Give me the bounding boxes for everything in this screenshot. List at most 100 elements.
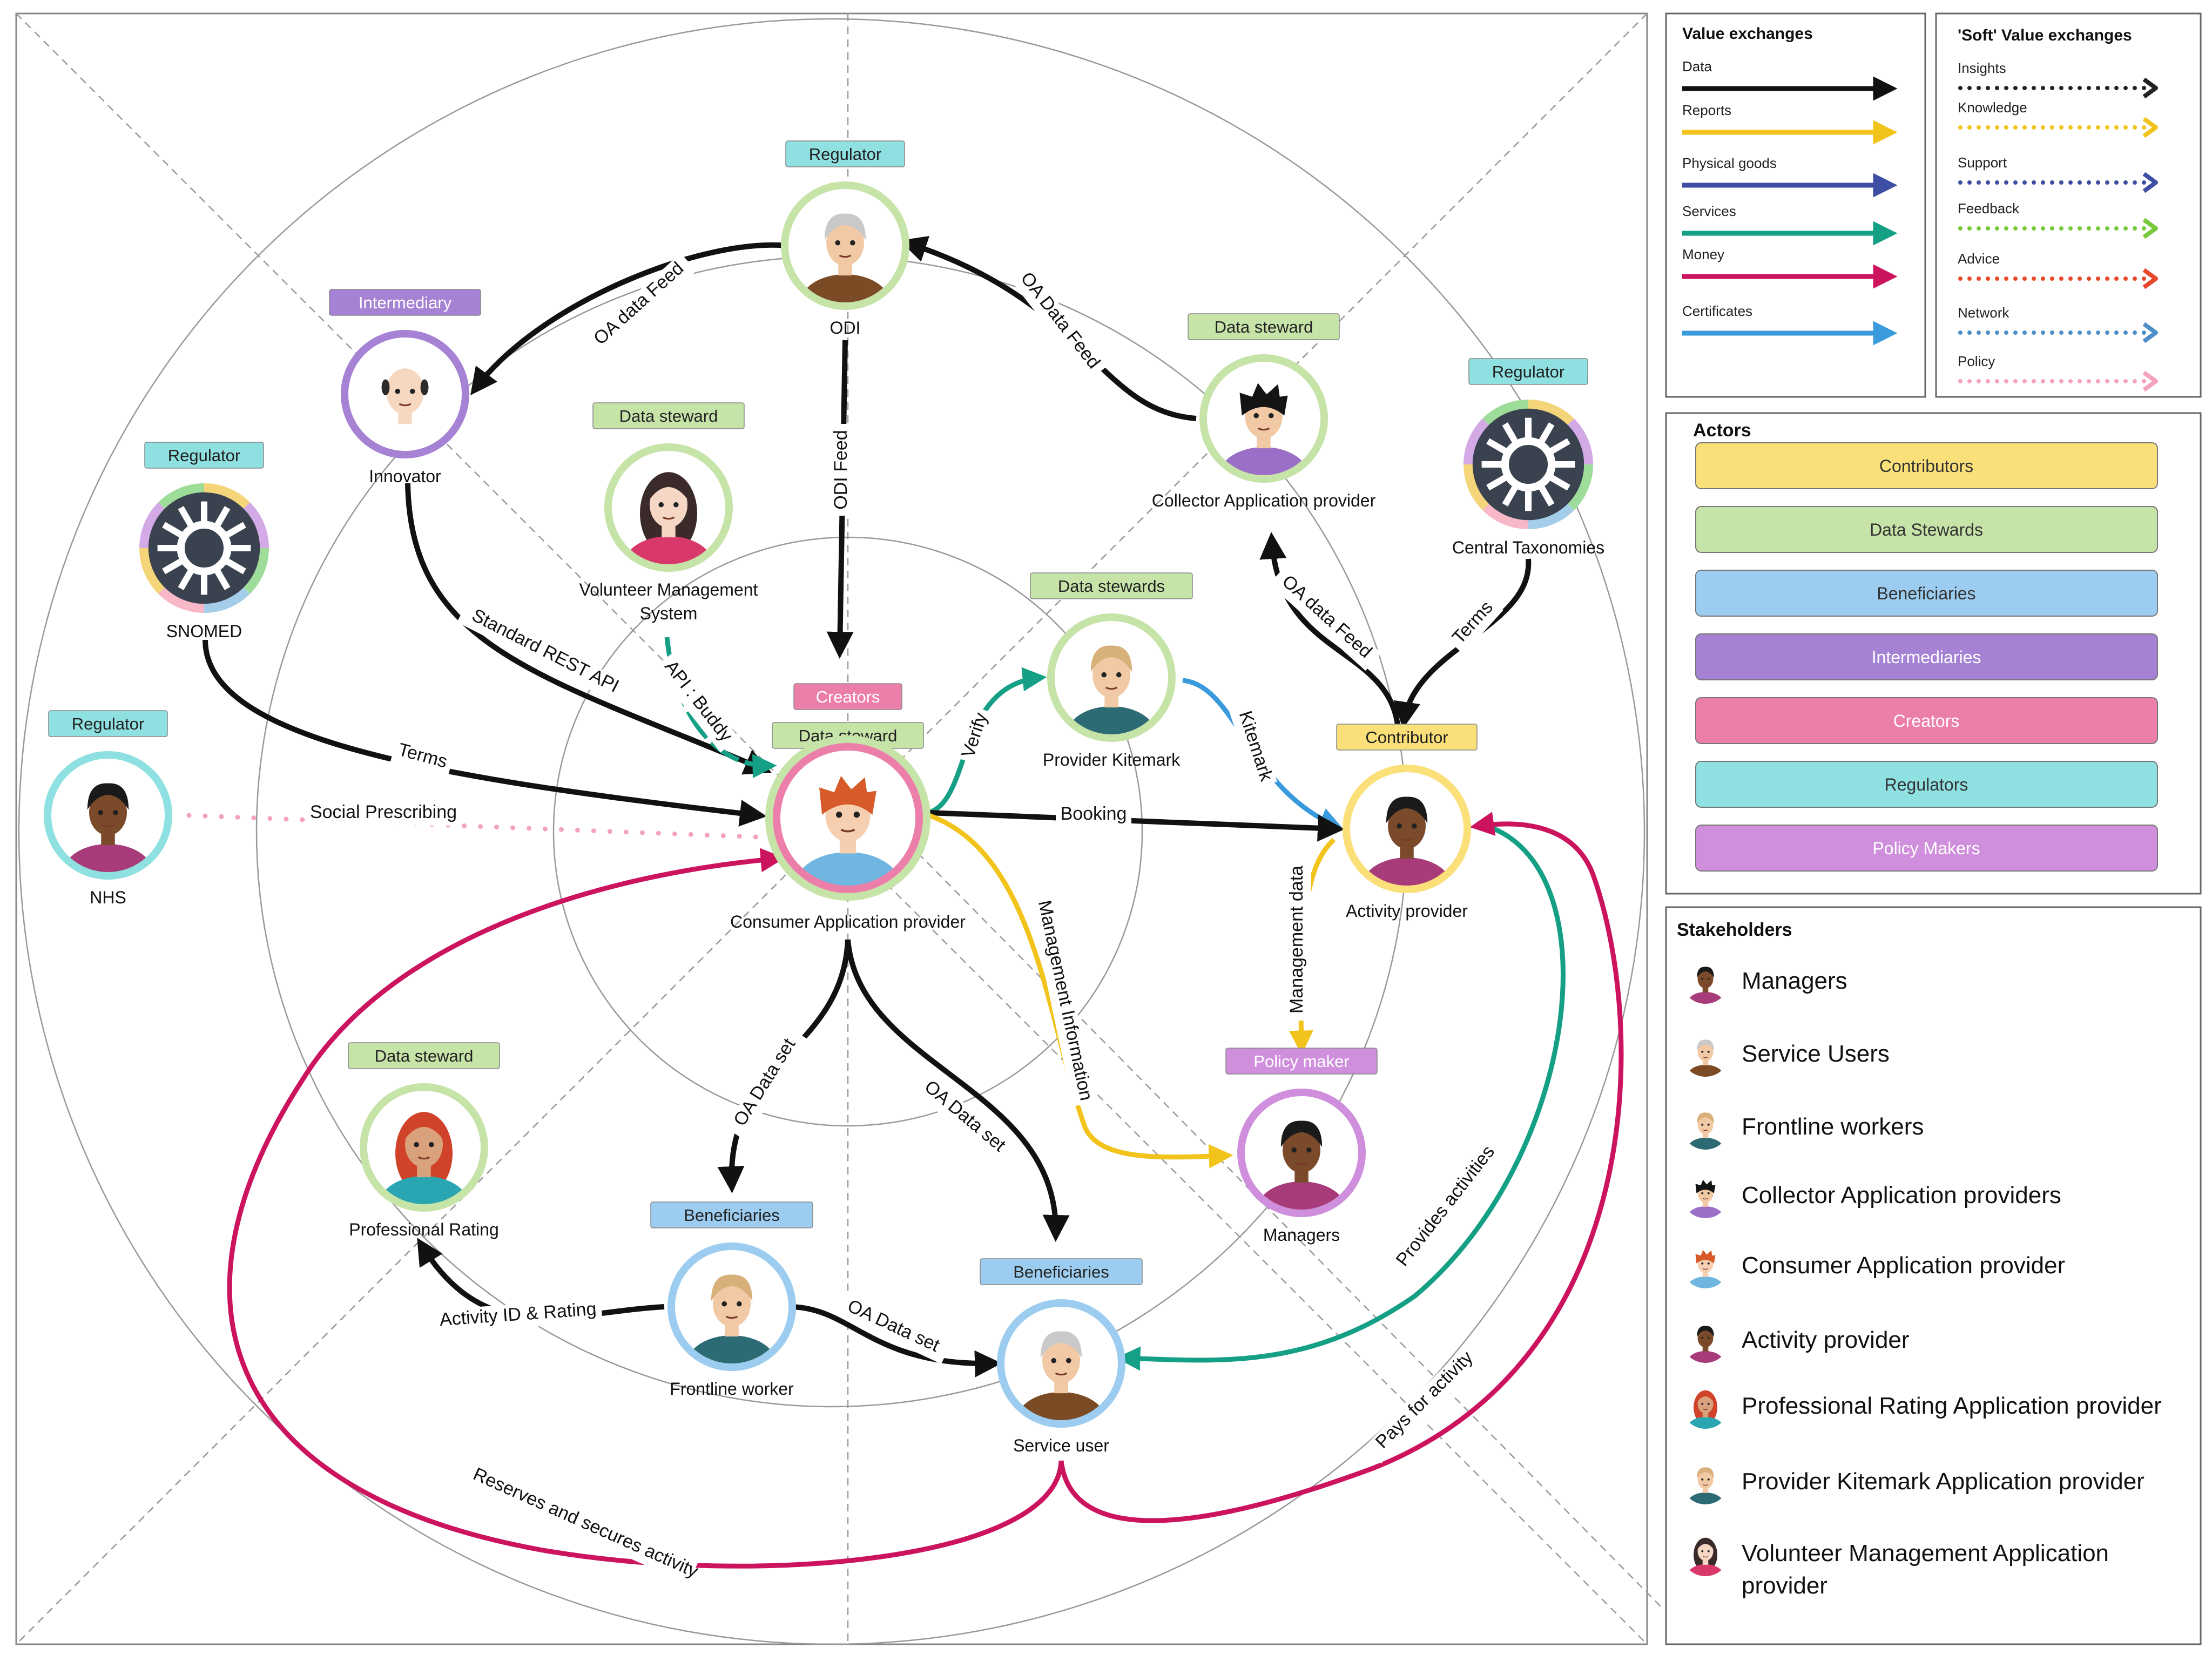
- role-tag: Data stewards: [1030, 572, 1193, 599]
- role-tag-label: Beneficiaries: [1013, 1262, 1109, 1281]
- blond-man-avatar: [667, 1242, 796, 1371]
- node-name-label: Innovator: [369, 467, 441, 486]
- stakeholder-item: Consumer Application provider: [1682, 1241, 2065, 1288]
- node-name-label: Activity provider: [1346, 901, 1468, 921]
- actor-label: Data Stewards: [1870, 520, 1983, 539]
- edge-label-standard-rest-api: Standard REST API: [469, 605, 622, 697]
- actor-item: Intermediaries: [1695, 633, 2158, 680]
- young-man-avatar: [1682, 1171, 1729, 1218]
- role-tag-label: Regulator: [1492, 362, 1564, 381]
- legend-soft-item: Insights: [1958, 60, 2158, 99]
- edge-label-pays-for-activity: Pays for activity: [1372, 1347, 1477, 1453]
- edge-label-oa-data-feed-3: OA data Feed: [1278, 571, 1376, 663]
- stakeholder-item: Professional Rating Application provider: [1682, 1381, 2162, 1429]
- legend-item-label: Data: [1682, 58, 1712, 75]
- legend-chevron: [2142, 268, 2158, 289]
- legend-value-item: Services: [1682, 203, 1898, 246]
- stakeholder-label: Managers: [1742, 968, 1847, 994]
- stakeholder-label: Consumer Application provider: [1742, 1252, 2065, 1279]
- role-tag: Intermediary: [329, 289, 481, 316]
- node-name-label: System: [640, 604, 698, 623]
- legend-value-item: Data: [1682, 58, 1898, 101]
- stakeholder-item: Provider Kitemark Application provider: [1682, 1457, 2144, 1504]
- red-hair-woman-avatar: [1682, 1381, 1729, 1429]
- legend-value-title: Value exchanges: [1682, 25, 1813, 43]
- role-tag: Data steward: [1188, 313, 1340, 340]
- node-name-label: Professional Rating: [349, 1220, 498, 1239]
- role-tag: Contributor: [1336, 724, 1478, 751]
- actor-item: Regulators: [1695, 761, 2158, 808]
- role-tag-label: Creators: [816, 687, 880, 706]
- edge-snomed-consumer: [203, 639, 767, 827]
- stakeholder-item: Collector Application providers: [1682, 1171, 2061, 1218]
- legend-chevron: [2142, 218, 2158, 239]
- stakeholder-label: Volunteer Management Application: [1742, 1540, 2109, 1566]
- actor-item: Contributors: [1695, 442, 2158, 489]
- legend-soft-item: Advice: [1958, 251, 2158, 289]
- legend-item-label: Money: [1682, 246, 1724, 262]
- legend-item-label: Certificates: [1682, 303, 1752, 319]
- role-tag-label: Regulator: [809, 145, 881, 164]
- node-name-label: ODI: [830, 318, 861, 337]
- edge-consumer-serviceuser: [845, 939, 1070, 1242]
- stakeholder-label: provider: [1742, 1572, 1827, 1599]
- actor-label: Beneficiaries: [1877, 584, 1975, 603]
- role-tag: Data steward: [348, 1042, 500, 1069]
- man-avatar: [1237, 1089, 1366, 1217]
- stakeholder-item: Service Users: [1682, 1029, 1890, 1077]
- role-tag: Creators: [793, 683, 902, 710]
- legend-chevron: [2142, 172, 2158, 193]
- actor-item: Policy Makers: [1695, 825, 2158, 872]
- node-name-label: Managers: [1263, 1225, 1340, 1245]
- edge-activity-serviceuser: [1116, 821, 1566, 1371]
- actor-item: Creators: [1695, 697, 2158, 744]
- stakeholder-item: Volunteer Management Application provider: [1682, 1529, 2109, 1599]
- role-tag-label: Regulator: [72, 714, 144, 733]
- legend-chevron: [2142, 77, 2158, 99]
- woman-avatar: [1682, 1529, 1729, 1576]
- edge-label-management-information: Management Information: [1034, 899, 1097, 1103]
- legend-soft-item: Network: [1958, 305, 2158, 343]
- edge-consumer-managers: [928, 813, 1233, 1169]
- blond-man-avatar: [1682, 1457, 1729, 1504]
- actor-item: Beneficiaries: [1695, 570, 2158, 617]
- role-tag: Regulator: [1468, 358, 1588, 385]
- legend-item-label: Advice: [1958, 251, 2000, 267]
- role-tag-label: Data steward: [1215, 318, 1313, 336]
- taxonomy-wheel-icon: [1464, 400, 1593, 529]
- red-hair-man-avatar: [765, 735, 930, 901]
- bald-man-avatar: [341, 330, 469, 458]
- node-name-label: NHS: [90, 888, 126, 907]
- legend-item-label: Knowledge: [1958, 99, 2027, 116]
- actor-label: Contributors: [1879, 456, 1973, 476]
- role-tag-label: Intermediary: [359, 293, 452, 312]
- role-tag-label: Contributor: [1365, 728, 1448, 747]
- role-tag: Beneficiaries: [650, 1201, 813, 1228]
- legend-item-label: Network: [1958, 305, 2009, 321]
- role-tag-label: Beneficiaries: [684, 1206, 779, 1225]
- node-name-label: SNOMED: [166, 622, 242, 641]
- node-name-label: Service user: [1013, 1436, 1109, 1455]
- legend-item-label: Reports: [1682, 102, 1731, 118]
- edge-serviceuser-consumer: [227, 848, 1064, 1569]
- edge-serviceuser-activity: [1058, 812, 1624, 1523]
- legend-soft-title: 'Soft' Value exchanges: [1958, 26, 2132, 44]
- role-tag-label: Data steward: [619, 407, 718, 426]
- legend-soft-item: Support: [1958, 154, 2158, 193]
- legend-chevron: [2142, 322, 2158, 343]
- legend-chevron: [2142, 370, 2158, 392]
- legend-item-label: Insights: [1958, 60, 2006, 76]
